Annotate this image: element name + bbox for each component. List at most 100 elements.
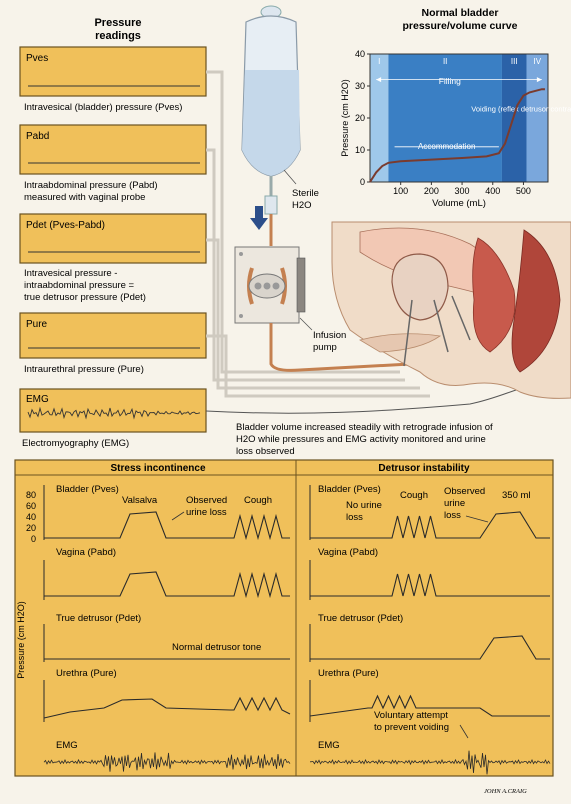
stress-trace-bladder xyxy=(44,511,290,541)
curve-phase-label-3: III xyxy=(511,57,518,66)
curve-pressure-line xyxy=(369,88,545,183)
reading-caption-pabd-1: Intraabdominal pressure (Pabd) xyxy=(24,180,158,191)
reading-caption-pabd-2: measured with vaginal probe xyxy=(24,192,145,203)
stress-axis-tick-80: 80 xyxy=(26,490,36,500)
stress-observed-label-1: Observed xyxy=(186,495,227,506)
instability-row-urethra: Urethra (Pure) xyxy=(318,668,379,679)
reading-label-pves: Pves xyxy=(26,53,48,64)
curve-x-tick-label: 400 xyxy=(485,186,500,196)
instability-voluntary-1: Voluntary attempt xyxy=(374,710,448,721)
stress-axis-tick-60: 60 xyxy=(26,501,36,511)
instability-voluntary-leader xyxy=(459,724,469,739)
curve-y-tick-label: 40 xyxy=(355,49,365,59)
instability-observed-2: urine xyxy=(444,498,465,509)
pressure-readings-title-1: Pressure xyxy=(94,17,141,29)
stress-axis-tick-0: 0 xyxy=(31,534,36,544)
emg-wire xyxy=(205,383,541,414)
stress-row-detrusor: True detrusor (Pdet) xyxy=(56,613,141,624)
stress-trace-vagina xyxy=(44,571,290,599)
curve-x-tick-label: 100 xyxy=(393,186,408,196)
reading-label-pabd: Pabd xyxy=(26,131,49,142)
infusion-pump xyxy=(234,246,306,324)
curve-filling-arrowhead-left xyxy=(376,77,382,83)
reading-caption-pves: Intravesical (bladder) pressure (Pves) xyxy=(24,102,182,113)
instability-row-vagina: Vagina (Pabd) xyxy=(318,547,378,558)
reading-box-pure: Pure xyxy=(19,312,207,359)
reading-caption-pure: Intraurethral pressure (Pure) xyxy=(24,364,144,375)
instability-volume-label: 350 ml xyxy=(502,490,531,501)
curve-y-axis-label: Pressure (cm H2O) xyxy=(340,79,350,157)
curve-annotation-filling: Filling xyxy=(439,76,461,86)
curve-y-tick-label: 20 xyxy=(355,113,365,123)
instability-panel-title: Detrusor instability xyxy=(378,463,470,474)
instability-observed-1: Observed xyxy=(444,486,485,497)
pump-label-1: Infusion xyxy=(313,330,346,341)
instability-voluntary-2: to prevent voiding xyxy=(374,722,449,733)
pump-label-2: pump xyxy=(313,342,337,353)
stress-cough-label: Cough xyxy=(244,495,272,506)
curve-y-tick-label: 10 xyxy=(355,145,365,155)
instability-row-bladder: Bladder (Pves) xyxy=(318,484,381,495)
instability-no-urine-1: No urine xyxy=(346,500,382,511)
procedure-note-2: H2O while pressures and EMG activity mon… xyxy=(236,434,486,445)
stress-axis-label: Pressure (cm H2O) xyxy=(16,601,26,679)
reading-label-emg: EMG xyxy=(26,394,49,405)
curve-phase-label-1: I xyxy=(378,57,380,66)
procedure-note-1: Bladder volume increased steadily with r… xyxy=(236,422,493,433)
reading-label-pdet: Pdet (Pves-Pabd) xyxy=(26,220,105,231)
reading-box-pdet: Pdet (Pves-Pabd) xyxy=(19,213,207,264)
reading-label-pure: Pure xyxy=(26,319,48,330)
stress-row-urethra: Urethra (Pure) xyxy=(56,668,117,679)
instability-trace-emg xyxy=(309,750,551,775)
curve-x-tick-label: 300 xyxy=(455,186,470,196)
curve-phase-label-2: II xyxy=(443,57,447,66)
curve-phase-label-4: IV xyxy=(533,57,541,66)
bag-label-1: Sterile xyxy=(292,188,319,199)
catheter-tubing xyxy=(206,70,430,398)
bag-label-leader xyxy=(283,169,297,185)
reading-caption-pdet-3: true detrusor pressure (Pdet) xyxy=(24,292,146,303)
curve-x-axis-label: Volume (mL) xyxy=(432,198,486,209)
reading-caption-pdet-1: Intravesical pressure - xyxy=(24,268,117,279)
urodynamic-panel xyxy=(14,459,554,777)
stress-observed-leader xyxy=(171,511,185,521)
instability-observed-leader xyxy=(465,515,489,523)
curve-y-tick-label: 0 xyxy=(360,177,365,187)
instability-trace-bladder xyxy=(310,511,550,539)
stress-trace-urethra xyxy=(43,696,291,719)
instability-no-urine-2: loss xyxy=(346,512,363,523)
instability-observed-3: loss xyxy=(444,510,461,521)
curve-phase-4 xyxy=(526,54,548,182)
reading-box-emg: EMG xyxy=(19,388,207,433)
instability-row-detrusor: True detrusor (Pdet) xyxy=(318,613,403,624)
stress-tone-label: Normal detrusor tone xyxy=(172,642,261,653)
stress-row-emg: EMG xyxy=(56,740,78,751)
infusion-tube xyxy=(269,214,411,372)
stress-valsalva-label: Valsalva xyxy=(122,495,158,506)
pelvic-cross-section xyxy=(331,221,571,399)
flow-arrow-icon xyxy=(250,206,268,230)
curve-annotation-voiding: Voiding (reflex detrusor contraction) xyxy=(471,105,571,114)
curve-title-2: pressure/volume curve xyxy=(403,20,518,32)
stress-row-vagina: Vagina (Pabd) xyxy=(56,547,116,558)
stress-axis-tick-40: 40 xyxy=(26,512,36,522)
curve-phase-2 xyxy=(388,54,502,182)
curve-annotation-accommodation: Accommodation xyxy=(418,142,475,151)
instability-row-emg: EMG xyxy=(318,740,340,751)
reading-box-pves: Pves xyxy=(19,46,207,97)
instability-cough-label: Cough xyxy=(400,490,428,501)
curve-filling-arrowhead-right xyxy=(536,77,542,83)
stress-observed-label-2: urine loss xyxy=(186,507,227,518)
pressure-readings-title-2: readings xyxy=(95,30,141,42)
stress-panel-title: Stress incontinence xyxy=(110,463,205,474)
stress-trace-emg xyxy=(43,752,291,772)
panel-traces xyxy=(43,485,551,775)
stress-axis-tick-20: 20 xyxy=(26,523,36,533)
curve-phase-1 xyxy=(370,54,389,182)
procedure-note-3: loss observed xyxy=(236,446,295,457)
curve-title-1: Normal bladder xyxy=(421,7,498,19)
instability-trace-urethra xyxy=(309,694,550,717)
pump-label-leader xyxy=(299,317,313,331)
